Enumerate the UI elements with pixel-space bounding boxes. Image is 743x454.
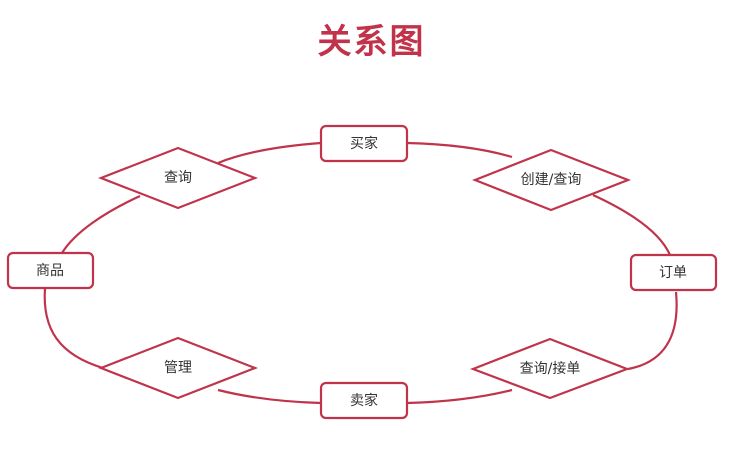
entity-buyer[interactable]: 买家 [319,124,409,163]
edge-manage-seller [217,388,322,405]
entity-product[interactable]: 商品 [6,251,95,290]
relation-label: 创建/查询 [521,172,582,188]
entity-label: 卖家 [350,392,378,409]
relation-label: 查询/接单 [520,360,581,377]
entity-order[interactable]: 订单 [629,253,718,292]
entity-label: 商品 [36,263,64,279]
entity-seller[interactable]: 卖家 [319,381,409,420]
diagram-title: 关系图 [317,22,426,62]
relation-manage[interactable]: 管理 [97,336,259,400]
entity-label: 买家 [350,135,378,152]
edge-queryaccept-seller [406,388,513,405]
edge-createquery-order [592,194,672,256]
edge-buyer-query [217,141,322,165]
edge-query-product [61,194,141,254]
relation-query-accept[interactable]: 查询/接单 [469,337,631,400]
relation-query[interactable]: 查询 [97,146,259,210]
relation-create-query[interactable]: 创建/查询 [472,148,632,212]
edges [43,141,678,405]
relation-label: 管理 [164,360,192,376]
edge-product-manage [43,287,104,370]
entity-label: 订单 [659,265,687,281]
edge-buyer-createquery [406,141,513,159]
edge-order-queryaccept [627,291,678,371]
relation-label: 查询 [164,170,192,186]
